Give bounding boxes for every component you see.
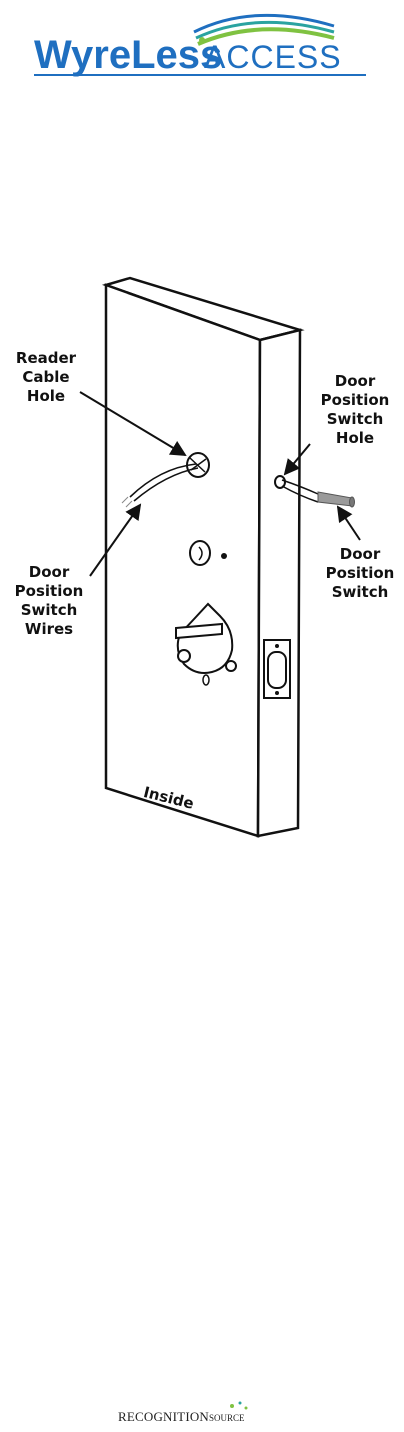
label-door-position-switch-hole: Door Position Switch Hole — [310, 372, 400, 448]
recognition-source-logo: RECOGNITIONSOURCE — [118, 1408, 298, 1432]
label-door-position-switch: Door Position Switch — [316, 545, 404, 602]
footer-logo-dots — [228, 1400, 250, 1412]
logo-wordmark-light: ACCESS — [204, 39, 342, 75]
door-position-switch — [318, 492, 352, 506]
door-edge-face — [258, 330, 300, 836]
wyreless-access-logo: WyreLess ACCESS — [34, 4, 374, 84]
logo-wordmark-bold: WyreLess — [34, 33, 222, 77]
footer-logo-sub: SOURCE — [209, 1413, 245, 1423]
latch-hole — [190, 541, 210, 565]
arrow-door-position-switch — [338, 507, 360, 540]
label-door-position-switch-wires: Door Position Switch Wires — [6, 563, 92, 639]
label-reader-cable-hole: Reader Cable Hole — [6, 349, 86, 406]
door-inside-face — [106, 285, 260, 836]
logo-graphic: WyreLess ACCESS — [34, 4, 374, 84]
footer-logo-main: RECOGNITION — [118, 1409, 209, 1424]
screw-hole — [221, 553, 227, 559]
